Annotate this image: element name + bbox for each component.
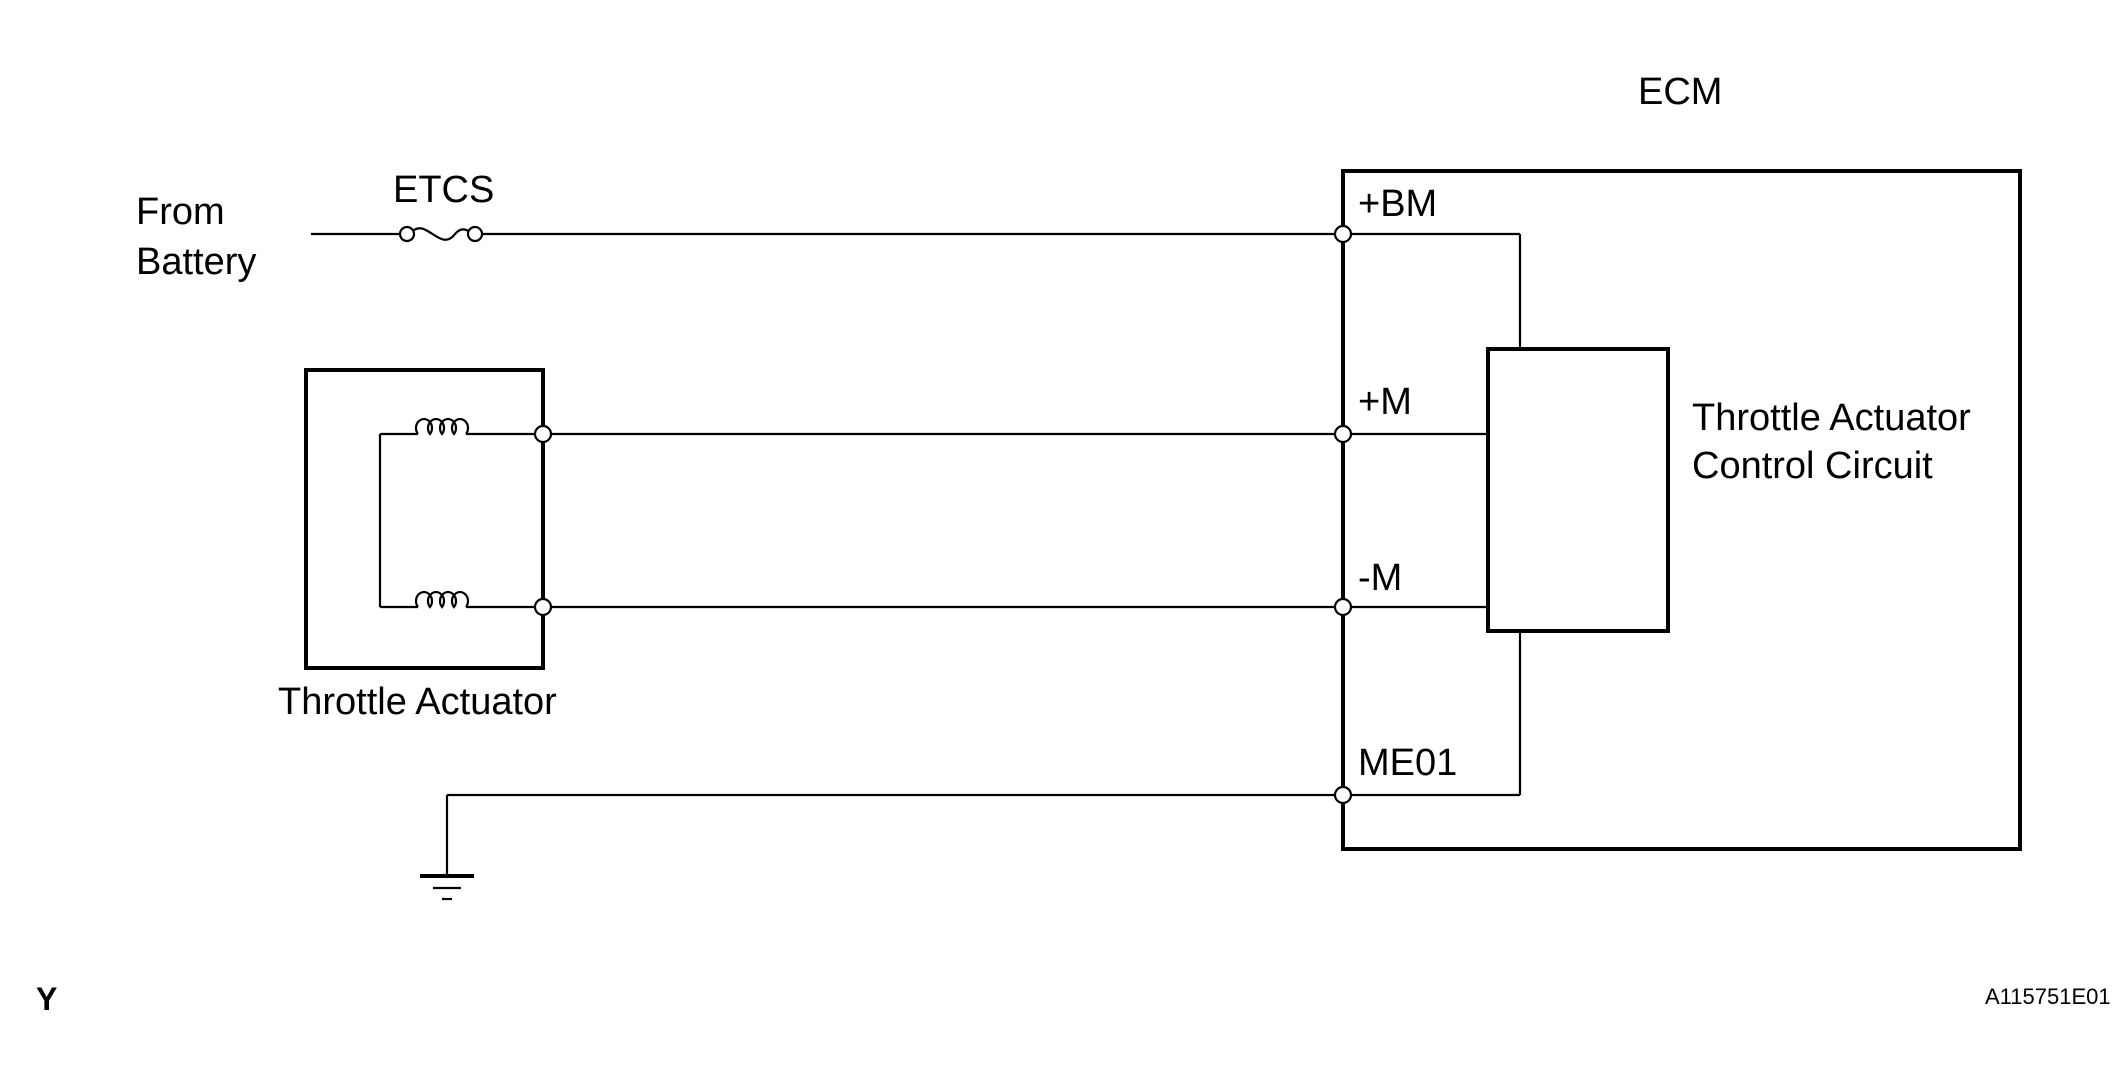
terminal-bm: [1333, 224, 1353, 244]
terminal-label-m-minus: -M: [1358, 557, 1402, 599]
source-label-line2: Battery: [136, 241, 256, 283]
ecm-label: ECM: [1638, 71, 1722, 113]
terminal-m-minus: [1333, 597, 1353, 617]
throttle-actuator-box: [304, 368, 545, 670]
fuse-label: ETCS: [393, 169, 494, 211]
terminal-me01: [1333, 785, 1353, 805]
actuator-coils: [378, 418, 535, 609]
corner-letter: Y: [36, 981, 57, 1017]
figure-code: A115751E01: [1985, 984, 2111, 1009]
upper-coil-icon: [414, 418, 470, 436]
control-circuit-label-line2: Control Circuit: [1692, 445, 1933, 487]
ecm-internal-wires: [1351, 232, 1522, 797]
lower-coil-icon: [414, 591, 470, 609]
terminal-label-me01: ME01: [1358, 742, 1457, 784]
ground-symbol-icon: [420, 793, 1335, 901]
terminal-label-m-plus: +M: [1358, 381, 1412, 423]
fuse-symbol: [409, 227, 473, 241]
ecm-box: [1341, 169, 2022, 851]
terminal-m-plus: [1333, 424, 1353, 444]
source-label-line1: From: [136, 191, 225, 233]
battery-wire: [311, 225, 1342, 243]
control-circuit-box: [1486, 347, 1670, 633]
actuator-label: Throttle Actuator: [278, 681, 557, 723]
control-circuit-label-line1: Throttle Actuator: [1692, 397, 1971, 439]
terminal-label-bm: +BM: [1358, 183, 1437, 225]
